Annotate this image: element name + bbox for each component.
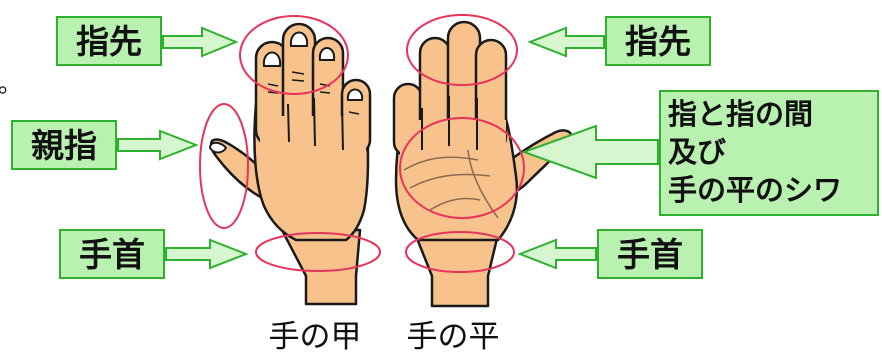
label-between-line3: 手の平のシワ [668, 173, 842, 207]
arrow-to-palm-wrist [520, 240, 596, 268]
arrow-to-between-fingers [524, 126, 658, 178]
label-palm-wrist: 手首 [598, 230, 702, 278]
arrow-to-thumb [118, 131, 196, 159]
label-between-line2: 及び [668, 135, 726, 169]
caption-palm: 手の平 [407, 319, 500, 355]
label-thumb-text: 親指 [31, 126, 97, 165]
stray-mark: 。 [0, 70, 22, 98]
label-between-fingers: 指と指の間 及び 手の平のシワ [660, 91, 878, 215]
label-between-line1: 指と指の間 [668, 97, 813, 131]
arrow-to-palm-fingertips [530, 28, 604, 56]
arrow-to-back-fingertips [163, 28, 236, 56]
label-palm-fingertips-text: 指先 [625, 22, 691, 61]
label-palm-wrist-text: 手首 [617, 235, 683, 274]
label-back-wrist-text: 手首 [79, 235, 145, 274]
arrow-to-back-wrist [166, 240, 246, 268]
caption-back-of-hand: 手の甲 [269, 319, 362, 355]
label-thumb: 親指 [12, 121, 116, 169]
arrows [118, 28, 658, 268]
label-palm-fingertips: 指先 [606, 17, 710, 65]
label-back-wrist: 手首 [60, 230, 164, 278]
label-back-fingertips: 指先 [57, 17, 161, 65]
label-back-fingertips-text: 指先 [76, 22, 142, 61]
